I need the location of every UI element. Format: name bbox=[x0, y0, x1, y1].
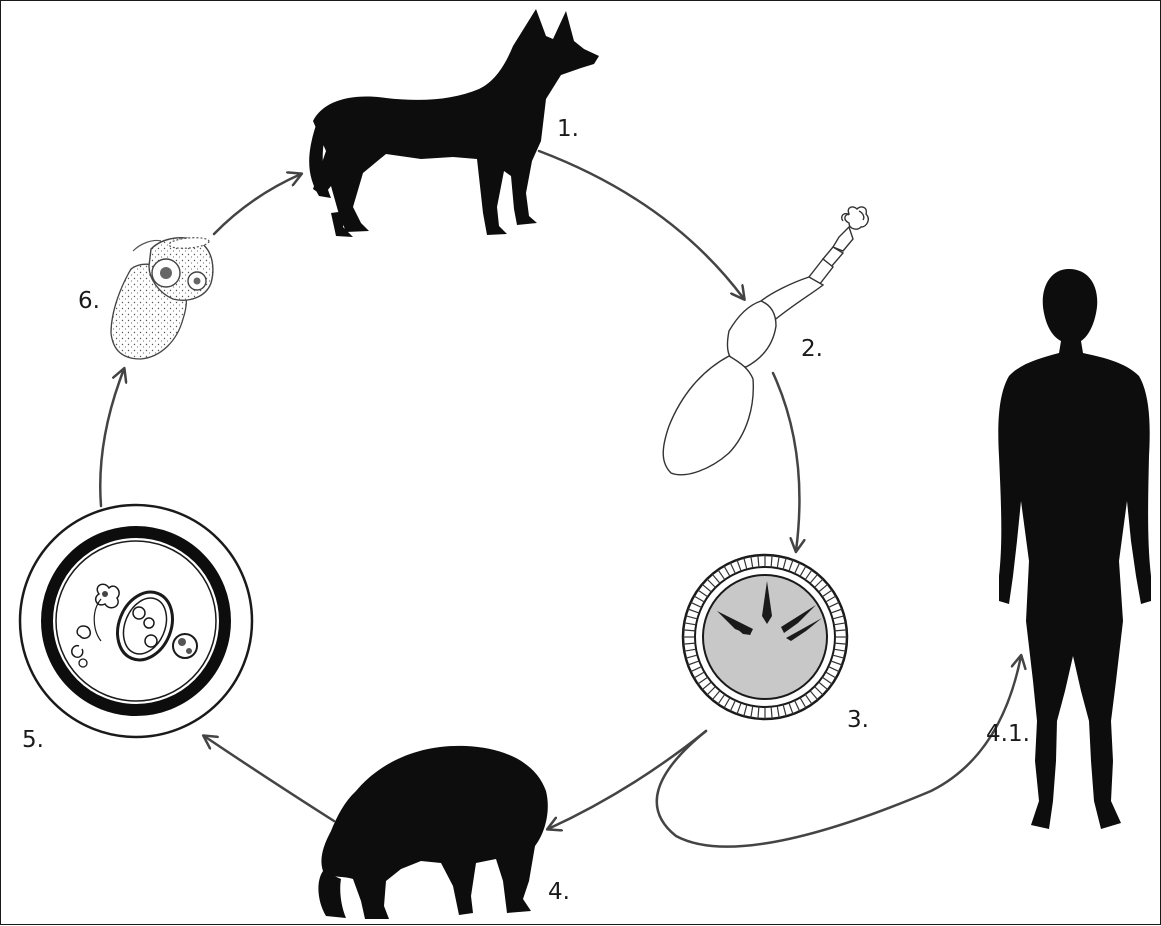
dog-silhouette-icon bbox=[309, 9, 599, 237]
arrow-cyst-to-protoscolex bbox=[100, 369, 124, 506]
label-human: 4.1. bbox=[986, 723, 1030, 746]
arrow-protoscolex-to-dog bbox=[214, 174, 301, 234]
tapeworm-icon bbox=[663, 207, 868, 475]
hydatid-cyst-icon bbox=[20, 505, 252, 737]
label-sheep: 4. bbox=[548, 881, 570, 904]
label-adult-worm: 2. bbox=[801, 338, 823, 361]
arrow-egg-to-sheep bbox=[548, 731, 706, 829]
cycle-arrows bbox=[100, 151, 1021, 847]
label-dog: 1. bbox=[557, 118, 579, 141]
arrow-dog-to-worm bbox=[539, 151, 744, 299]
protoscolex-icon bbox=[111, 236, 213, 359]
label-hydatid-cyst: 5. bbox=[22, 729, 44, 752]
egg-icon bbox=[683, 555, 847, 719]
label-protoscolex: 6. bbox=[78, 290, 100, 313]
arrow-worm-to-egg bbox=[773, 373, 799, 551]
arrow-sheep-to-cyst bbox=[204, 736, 334, 821]
label-egg: 3. bbox=[847, 709, 869, 732]
sheep-silhouette-icon bbox=[318, 746, 547, 919]
